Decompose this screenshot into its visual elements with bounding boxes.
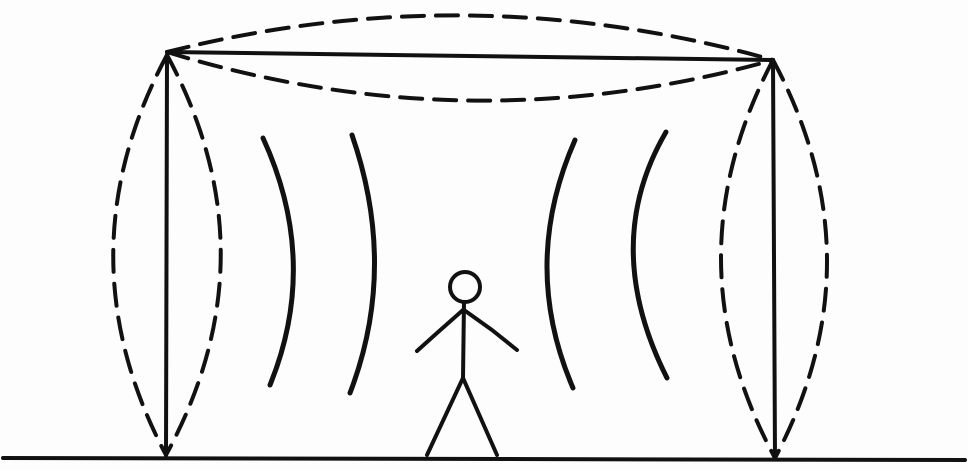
wave-arc-left-outer [263,138,293,385]
stick-figure-right-arm [464,310,517,350]
ground-line [3,458,965,460]
left-pole-outer-dashed-lobe [113,55,167,455]
left-pole [113,55,221,455]
top-span-line [167,52,773,60]
left-pole-inner-dashed-lobe [166,55,221,455]
stick-figure-left-arm [417,310,463,351]
right-pole-outer-dashed-lobe [773,60,827,458]
wave-arc-left-inner [350,135,375,393]
stick-figure-left-leg [427,378,463,455]
right-pole-inner-dashed-lobe [721,60,775,458]
stick-figure-body [463,302,464,378]
right-pole [721,60,827,458]
stick-figure [417,272,517,455]
ground-line-stroke [3,458,965,460]
stick-figure-head [450,272,480,302]
wave-arc-right-outer [633,132,667,378]
stick-figure-right-leg [463,378,497,455]
wave-arc-right-inner [547,140,575,388]
right-pole-line [773,60,775,458]
top-span [167,15,773,100]
left-pole-line [166,55,167,455]
